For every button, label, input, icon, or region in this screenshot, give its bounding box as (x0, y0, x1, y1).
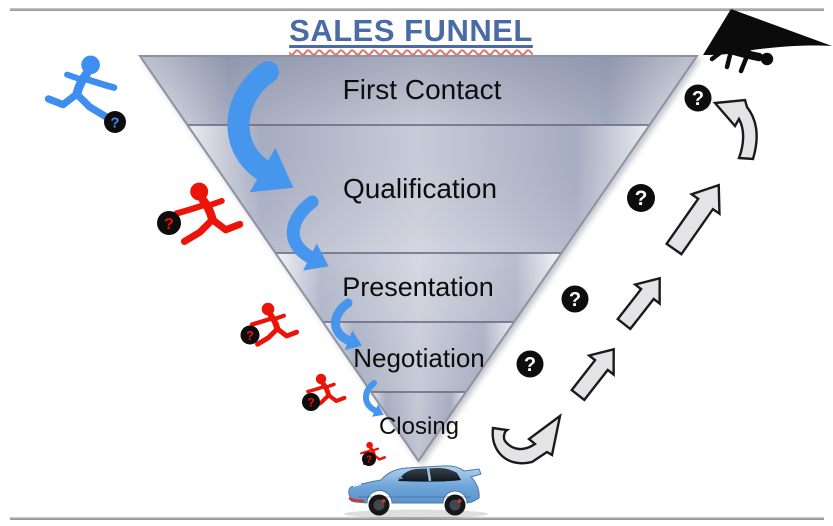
incoming-lead: ? (48, 56, 126, 133)
hang-glider-icon (703, 9, 832, 74)
question-circle-icon (561, 285, 589, 313)
exit-arrow-icon (570, 347, 615, 402)
exit-arrow-curved-top-icon (712, 98, 758, 161)
question-mark: ? (635, 187, 648, 210)
car-headlight (352, 483, 362, 487)
car-icon (344, 465, 488, 519)
pilot-leg (724, 48, 734, 70)
exit-question-circles: ? ? ? ? (516, 84, 712, 378)
exit-arrow-icon (616, 276, 661, 331)
question-mark: ? (569, 289, 581, 311)
question-ball-icon (104, 111, 126, 133)
car-rear-caliper (457, 499, 462, 503)
pilot-arm (738, 53, 750, 74)
stage-label-first-contact: First Contact (342, 74, 502, 105)
question-mark: ? (246, 328, 254, 343)
question-mark: ? (692, 88, 704, 110)
page-title-text: SALES FUNNEL (289, 13, 533, 48)
question-mark: ? (366, 455, 372, 466)
flow-arrow-3-icon (331, 298, 363, 351)
car-rear-rim (449, 499, 461, 511)
stage-label-qualification: Qualification (342, 173, 498, 204)
red-runner-icon (177, 183, 240, 242)
blue-runner-icon (48, 56, 114, 117)
car-pillar (426, 467, 432, 482)
stage-label-negotiation: Negotiation (353, 343, 485, 373)
question-mark: ? (307, 395, 314, 409)
question-circle-icon (516, 350, 544, 378)
funnel-shading-overlay (140, 56, 697, 461)
car-front-splitter (348, 496, 365, 503)
question-ball-icon (362, 452, 376, 466)
question-circle-icon (684, 84, 712, 112)
stage-label-presentation: Presentation (342, 272, 494, 302)
flow-arrow-1-icon (227, 61, 294, 193)
car-mirror (396, 476, 403, 479)
flow-arrow-4-icon (363, 380, 384, 417)
sales-funnel-shape (138, 55, 699, 463)
top-border-line (10, 8, 824, 11)
stage-label-closing: Closing (378, 413, 460, 440)
car-front-rim (373, 499, 385, 511)
question-mark: ? (110, 115, 119, 132)
car-front-caliper (381, 499, 386, 503)
flow-arrows (227, 61, 384, 417)
car-shadow (344, 509, 488, 519)
page-title: SALES FUNNEL (289, 13, 533, 49)
bottom-border-line (10, 517, 824, 520)
exit-arrows (491, 98, 758, 465)
pilot-head (760, 52, 774, 66)
funnel-outline (138, 55, 699, 463)
question-ball-icon (240, 325, 260, 345)
glider-wing (703, 9, 832, 55)
question-ball-icon (302, 393, 320, 411)
exit-arrow-curved-icon (491, 413, 562, 465)
question-circle-icon (627, 184, 655, 212)
question-ball-icon (157, 211, 181, 235)
question-mark: ? (164, 216, 174, 233)
pilot-leg (709, 46, 728, 62)
lost-leads: ? ? ? ? (157, 183, 387, 466)
flow-arrow-2-icon (286, 195, 329, 271)
exit-arrow-icon (664, 183, 721, 256)
question-mark: ? (524, 354, 536, 376)
